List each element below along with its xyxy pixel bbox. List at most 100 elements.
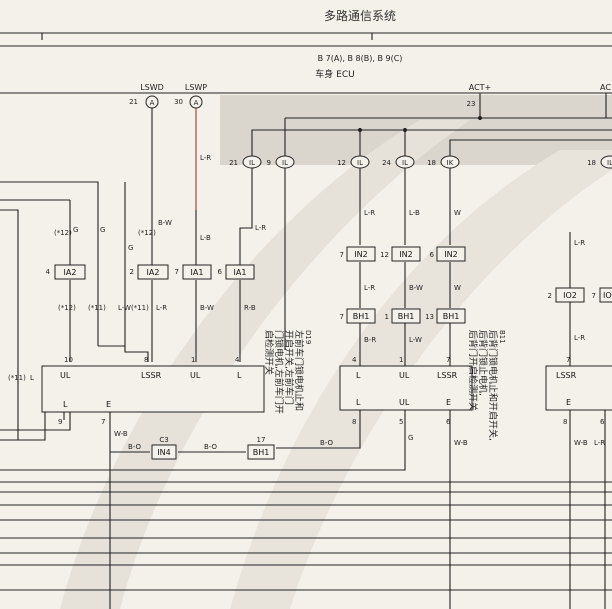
svg-text:L-B: L-B <box>409 209 420 217</box>
desc-line: 开启开关,左前车门 <box>283 330 295 405</box>
svg-text:L-W: L-W <box>409 336 422 344</box>
svg-text:17: 17 <box>257 436 266 444</box>
svg-text:5: 5 <box>399 418 403 426</box>
ecu-connectors: B 7(A), B 8(B), B 9(C) <box>318 54 403 63</box>
svg-text:7: 7 <box>340 251 344 259</box>
svg-text:(*11): (*11) <box>8 374 26 382</box>
svg-text:IL: IL <box>282 159 288 167</box>
connector-ia1-a: 7 IA1 <box>175 264 212 280</box>
svg-text:9: 9 <box>267 159 271 167</box>
svg-text:IO2: IO2 <box>563 291 577 300</box>
svg-text:L-R: L-R <box>156 304 167 312</box>
svg-text:B-O: B-O <box>204 443 218 451</box>
svg-text:B-W: B-W <box>409 284 423 292</box>
svg-text:IN2: IN2 <box>444 250 457 259</box>
svg-text:(*12): (*12) <box>54 229 72 237</box>
svg-text:IL: IL <box>402 159 408 167</box>
svg-text:2: 2 <box>130 268 134 276</box>
connector-in4: C3 IN4 <box>151 436 177 460</box>
svg-text:7: 7 <box>592 292 596 300</box>
svg-text:(*12): (*12) <box>138 229 156 237</box>
svg-text:E: E <box>446 398 451 407</box>
svg-text:BH1: BH1 <box>353 312 370 321</box>
svg-text:9: 9 <box>58 418 62 426</box>
svg-text:IK: IK <box>447 159 454 167</box>
desc-line: 门锁电机,左前车门开 <box>273 330 285 414</box>
svg-text:G: G <box>100 226 105 234</box>
act-partial-label: AC <box>600 83 611 92</box>
svg-text:B-R: B-R <box>364 336 376 344</box>
act-plus-label: ACT+ <box>469 83 492 92</box>
connector-ia2-b: 2 IA2 <box>130 264 169 280</box>
desc-line: 启检测开关 <box>263 330 275 375</box>
svg-text:G: G <box>408 434 413 442</box>
ecu-name: 车身 ECU <box>315 68 354 80</box>
svg-text:G: G <box>128 244 133 252</box>
connector-io-partial: 7 IO <box>592 287 612 303</box>
connector-bh1-d: 17 BH1 <box>247 436 275 460</box>
ecu-pin-21: 21 IL <box>229 155 262 169</box>
svg-text:L-R: L-R <box>200 154 211 162</box>
svg-text:IN2: IN2 <box>354 250 367 259</box>
desc-line: 后背门锁电机止和开启开关, <box>487 330 499 441</box>
connector-bh1-b: 1 BH1 <box>385 308 421 324</box>
svg-text:IA2: IA2 <box>64 268 77 277</box>
svg-text:18: 18 <box>587 159 596 167</box>
svg-text:IL: IL <box>357 159 363 167</box>
svg-text:UL: UL <box>60 371 71 380</box>
lswd-pin: 21 <box>129 98 138 106</box>
lswd-label: LSWD <box>140 83 164 92</box>
svg-text:L-R: L-R <box>594 439 605 447</box>
svg-text:BH1: BH1 <box>253 448 270 457</box>
svg-text:(*11): (*11) <box>88 304 106 312</box>
desc-line: 后背门锁止电机, <box>477 330 489 396</box>
svg-text:4: 4 <box>235 356 240 364</box>
svg-text:E: E <box>106 400 111 409</box>
svg-text:1: 1 <box>399 356 403 364</box>
lswp-conn: A <box>194 99 199 107</box>
module-right-box <box>339 365 473 411</box>
swoosh-1 <box>60 120 470 609</box>
svg-text:L-B: L-B <box>200 234 211 242</box>
svg-text:IA1: IA1 <box>234 268 247 277</box>
desc-line: 左前车门锁电机止和 <box>293 330 305 411</box>
svg-text:LSSR: LSSR <box>437 371 458 380</box>
module-right-desc: B11 后背门锁电机止和开启开关,后背门锁止电机,后背门开启检测开关 <box>467 330 506 441</box>
module-far-pins: 7 LSSR E 8 6 <box>556 356 605 426</box>
svg-text:24: 24 <box>382 159 391 167</box>
svg-text:7: 7 <box>446 356 450 364</box>
svg-text:1: 1 <box>385 313 389 321</box>
svg-text:7: 7 <box>175 268 179 276</box>
svg-text:7: 7 <box>566 356 570 364</box>
svg-text:IA1: IA1 <box>191 268 204 277</box>
svg-text:LSSR: LSSR <box>141 371 162 380</box>
svg-text:D19: D19 <box>304 330 312 344</box>
module-left-box <box>41 365 265 413</box>
connector-ia1-b: 6 IA1 <box>218 264 255 280</box>
svg-text:4: 4 <box>352 356 357 364</box>
wire-color-labels: G G B-W L-R L-R L-B L-R L-B W L-R G (*12… <box>8 154 605 451</box>
module-right-pins: 4 1 7 L UL LSSR L UL E 8 5 6 <box>352 356 458 426</box>
svg-text:BH1: BH1 <box>443 312 460 321</box>
svg-text:后背门锁电机止和开启开关,后背门锁止电机,后背门开启检测开关: 后背门锁电机止和开启开关,后背门锁止电机,后背门开启检测开关 <box>467 330 499 441</box>
act-plus-pin: 23 <box>467 100 476 108</box>
svg-text:8: 8 <box>352 418 356 426</box>
svg-text:UL: UL <box>190 371 201 380</box>
svg-text:L: L <box>63 400 68 409</box>
svg-text:W: W <box>454 209 461 217</box>
connector-bh1-a: 7 BH1 <box>340 308 376 324</box>
svg-text:C3: C3 <box>159 436 168 444</box>
svg-text:13: 13 <box>425 313 434 321</box>
svg-text:4: 4 <box>46 268 51 276</box>
lswp-pin: 30 <box>174 98 183 106</box>
svg-text:6: 6 <box>218 268 223 276</box>
svg-text:B-O: B-O <box>128 443 142 451</box>
svg-text:IN4: IN4 <box>157 448 170 457</box>
svg-text:L-R: L-R <box>574 334 585 342</box>
svg-text:W-B: W-B <box>454 439 468 447</box>
connector-in2-c: 6 IN2 <box>430 246 466 262</box>
svg-text:IL: IL <box>249 159 255 167</box>
svg-text:L-R: L-R <box>364 209 375 217</box>
svg-text:1: 1 <box>191 356 195 364</box>
